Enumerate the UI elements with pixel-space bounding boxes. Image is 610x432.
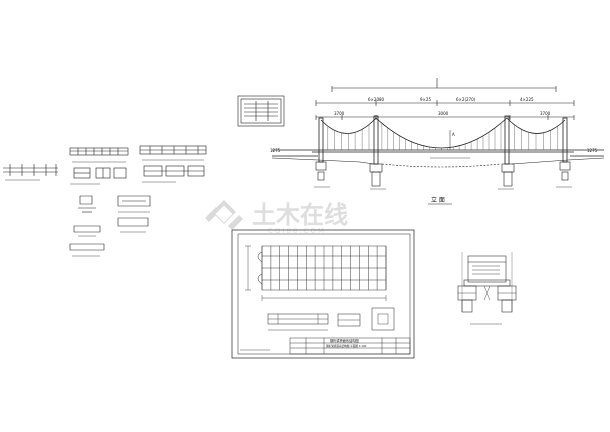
deck [272, 149, 604, 157]
left-detail-group [3, 164, 58, 181]
left-anchor-pier [315, 161, 327, 171]
sag-label: A [452, 132, 455, 137]
key-plan-box [237, 95, 285, 127]
plan-sheet [231, 229, 415, 359]
span-segment-4: 4×225 [520, 97, 534, 102]
middle-cable [375, 117, 508, 149]
left-side-cable [320, 117, 377, 134]
dimension-value-3: 3700 [540, 111, 551, 116]
right-anchor-pier [559, 161, 571, 171]
beam-details-group [117, 145, 207, 233]
dimension-lines [315, 78, 575, 120]
ground-lines [271, 157, 605, 168]
dimension-value-2: 3000 [438, 111, 449, 116]
span-segment-1: 6×2080 [368, 97, 385, 102]
deck-plan-crossbeams [261, 246, 387, 290]
bridge-elevation: 6×2080 9×25 6×2(270) 4×225 3700 3000 370… [237, 78, 605, 205]
watermark-sub: COI88.COM [268, 227, 326, 235]
left-approach-label: 1275 [270, 148, 281, 153]
hangers [327, 123, 558, 150]
span-segment-2: 9×25 [420, 97, 431, 102]
node-detail-2 [371, 307, 395, 331]
tower-cross-section [457, 252, 517, 325]
section-details-group [69, 147, 129, 257]
span-segment-3: 6×2(270) [456, 97, 476, 102]
sheet-border [231, 229, 415, 359]
watermark-logo [205, 200, 243, 230]
main-cables [320, 117, 566, 149]
piers [314, 161, 572, 190]
watermark-brand: 土木在线 [252, 201, 348, 229]
right-side-cable [506, 117, 566, 134]
elevation-title: 立 面 [431, 196, 445, 204]
title-block-line-1: 钢桁梁桥面系结构图 [330, 338, 359, 343]
title-block [289, 337, 411, 355]
title-block-line-2: 钢桁梁桥面系结构图 平面图 1:100 [326, 344, 367, 348]
right-approach-label: 1275 [587, 148, 598, 153]
watermark: 土木在线 COI88.COM [205, 200, 348, 235]
dimension-value-1: 3700 [334, 111, 345, 116]
